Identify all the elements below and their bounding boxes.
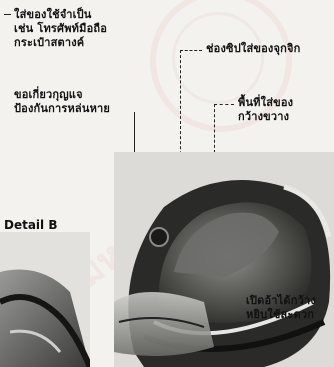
watermark-seal-inner <box>172 12 264 104</box>
detail-b-label: Detail B <box>4 218 57 232</box>
bag-interior-photo <box>114 152 334 367</box>
detail-b-image <box>0 232 90 367</box>
label-keyring: ขอเกี่ยวกุญแจ ป้องกันการหล่นหาย <box>14 88 110 116</box>
label-wide-open-overlay: เปิดอ้าได้กว้าง หยิบใช้สะดวก <box>246 294 316 322</box>
leader-space-h <box>214 104 234 105</box>
bullet-dash <box>4 14 11 15</box>
leader-zipper-h <box>180 50 202 51</box>
label-space: พื้นที่ใส่ของ กว้างขวาง <box>238 96 293 124</box>
label-essentials: ใส่ของใช้จำเป็น เช่น โทรศัพท์มือถือ กระเ… <box>14 8 107 50</box>
label-zipper-pocket: ช่องซิปใส่ของจุกจิก <box>206 42 301 56</box>
